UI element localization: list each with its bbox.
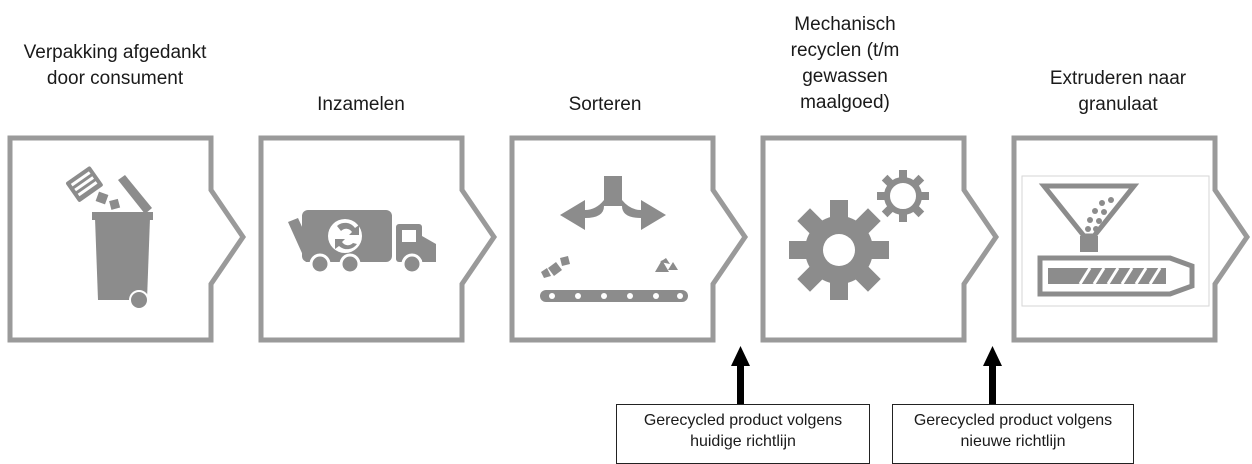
stage-frame-2 bbox=[258, 135, 498, 343]
arrow-current-guideline bbox=[731, 346, 750, 404]
stage-title-inzamelen: Inzamelen bbox=[317, 94, 405, 115]
note-new-guideline: Gerecycled product volgens nieuwe richtl… bbox=[892, 404, 1134, 464]
trash-bin-icon bbox=[66, 166, 153, 310]
stage-title-extruderen: Extruderen naar granulaat bbox=[1049, 68, 1187, 115]
sorting-conveyor-icon bbox=[540, 176, 688, 302]
stage-title-sorteren: Sorteren bbox=[568, 94, 642, 115]
stage-title-verpakking: Verpakking afgedankt door consument bbox=[23, 42, 207, 89]
stage-frame-4 bbox=[760, 135, 1000, 343]
stage-frame-5 bbox=[1011, 135, 1251, 343]
gears-icon bbox=[789, 170, 929, 300]
note-current-guideline: Gerecycled product volgens huidige richt… bbox=[616, 404, 870, 464]
stage-title-mechanisch-recyclen: Mechanisch recyclen (t/m gewassen maalgo… bbox=[790, 14, 900, 113]
arrow-new-guideline bbox=[983, 346, 1002, 404]
stage-frame-3 bbox=[509, 135, 749, 343]
stage-frame-1 bbox=[7, 135, 247, 343]
extruder-hopper-icon bbox=[1021, 175, 1210, 307]
recycling-truck-icon bbox=[288, 210, 436, 275]
